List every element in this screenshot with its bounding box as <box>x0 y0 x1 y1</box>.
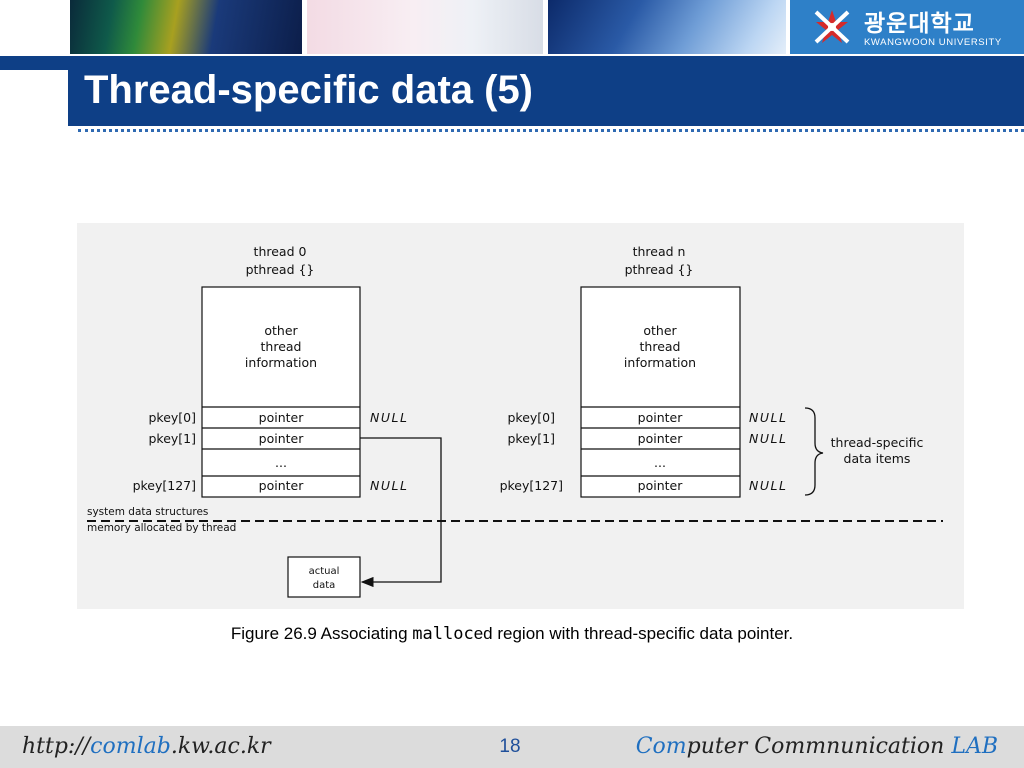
brace-label-line2: data items <box>844 451 911 466</box>
threadn-null-0: NULL <box>749 410 787 425</box>
figure-diagram: thread 0 pthread {} other thread informa… <box>77 223 964 609</box>
threadn-info-line1: other <box>643 323 677 338</box>
university-logo: 광운대학교 KWANGWOON UNIVERSITY <box>790 0 1024 54</box>
footer: http://comlab.kw.ac.kr 18 Computer Commn… <box>0 726 1024 768</box>
threadn-type: pthread {} <box>625 262 694 277</box>
thread0-info-line3: information <box>245 355 317 370</box>
threadn-null-1: NULL <box>749 431 787 446</box>
thread0-name: thread 0 <box>254 244 307 259</box>
footer-url[interactable]: http://comlab.kw.ac.kr <box>22 734 271 759</box>
actual-data-line2: data <box>313 580 336 591</box>
page-number: 18 <box>499 736 521 757</box>
brace-label-line1: thread-specific <box>831 435 924 450</box>
title-bar-accent <box>0 56 68 70</box>
brace <box>804 407 824 496</box>
header-photo-stock-ticker <box>70 0 302 54</box>
threadn-structure <box>580 286 741 498</box>
thread0-info-line2: thread <box>261 339 302 354</box>
thread0-info-line1: other <box>264 323 298 338</box>
actual-data-box <box>287 556 361 598</box>
actual-data-line1: actual <box>309 566 340 577</box>
thread-specific-data-diagram: thread 0 pthread {} other thread informa… <box>87 244 943 598</box>
slide-title: Thread-specific data (5) <box>84 68 534 112</box>
threadn-pointer-0: pointer <box>638 410 684 425</box>
logo-korean-text: 광운대학교 <box>864 11 975 37</box>
footer-url-suffix: .kw.ac.kr <box>170 734 271 759</box>
thread0-ellipsis: ... <box>275 455 287 470</box>
threadn-pointer-1: pointer <box>638 431 684 446</box>
title-dotted-rule <box>78 129 1024 132</box>
header-photo-mouse <box>307 0 543 54</box>
threadn-name: thread n <box>633 244 686 259</box>
thread0-null-0: NULL <box>370 410 408 425</box>
threadn-pkey-127: pkey[127] <box>500 478 563 493</box>
boundary-label-memory: memory allocated by thread <box>87 522 236 534</box>
caption-code: malloc <box>412 624 474 644</box>
footer-url-prefix: http:// <box>22 734 91 759</box>
title-bar: Thread-specific data (5) <box>68 56 1024 126</box>
thread0-pkey-0: pkey[0] <box>148 410 196 425</box>
threadn-pkey-1: pkey[1] <box>507 431 555 446</box>
thread0-type: pthread {} <box>246 262 315 277</box>
header-photo-keyboard <box>548 0 786 54</box>
threadn-info-line2: thread <box>640 339 681 354</box>
thread0-pkey-127: pkey[127] <box>133 478 196 493</box>
thread0-pointer-0: pointer <box>259 410 305 425</box>
footer-lab-rest: puter Commnunication <box>686 734 952 759</box>
footer-lab-highlight: Com <box>635 734 687 759</box>
thread0-structure <box>201 286 361 498</box>
threadn-pointer-127: pointer <box>638 478 684 493</box>
footer-lab-end: LAB <box>951 734 998 759</box>
caption-prefix: Figure 26.9 Associating <box>230 624 413 643</box>
threadn-pkey-0: pkey[0] <box>507 410 555 425</box>
boundary-label-system: system data structures <box>87 506 208 518</box>
footer-lab-name: Computer Commnunication LAB <box>636 734 998 759</box>
footer-url-highlight: comlab <box>90 734 171 759</box>
thread0-pkey-1: pkey[1] <box>148 431 196 446</box>
logo-english-text: KWANGWOON UNIVERSITY <box>864 37 1002 48</box>
figure-caption: Figure 26.9 Associating malloced region … <box>0 624 1024 644</box>
thread0-pointer-1: pointer <box>259 431 305 446</box>
university-emblem-icon <box>814 10 850 44</box>
pointer-arrow <box>360 437 442 588</box>
threadn-null-127: NULL <box>749 478 787 493</box>
thread0-null-127: NULL <box>370 478 408 493</box>
thread0-pointer-127: pointer <box>259 478 305 493</box>
threadn-ellipsis: ... <box>654 455 666 470</box>
threadn-info-line3: information <box>624 355 696 370</box>
caption-suffix: ed region with thread-specific data poin… <box>473 624 794 643</box>
